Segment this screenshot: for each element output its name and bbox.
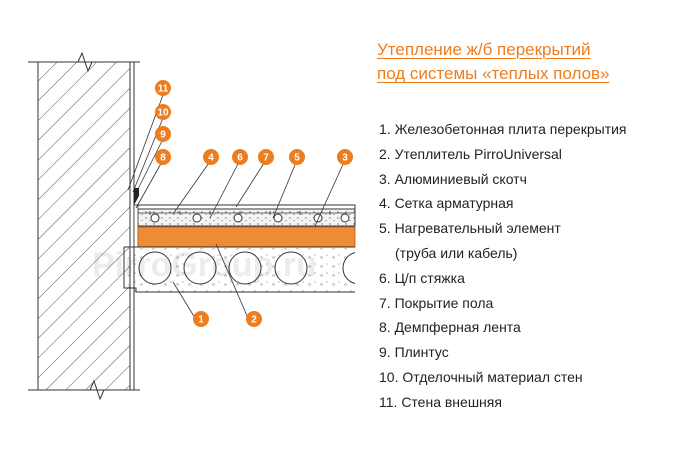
skirting-board <box>134 188 139 205</box>
legend-item: (труба или кабель) <box>395 244 518 261</box>
title-line-2: под системы «теплых полов» <box>377 64 610 83</box>
external-wall <box>28 51 140 401</box>
legend-item: 2. Утеплитель PirroUniversal <box>379 145 562 162</box>
legend-item: 8. Демпферная лента <box>379 319 521 336</box>
svg-text:6: 6 <box>237 153 243 164</box>
wall-finish <box>129 61 135 391</box>
damper-tape <box>133 204 139 248</box>
legend-item: 9. Плинтус <box>379 344 449 361</box>
concrete-slab <box>123 246 356 293</box>
callout-11: 11 <box>155 80 171 96</box>
svg-text:1: 1 <box>198 315 204 326</box>
legend-item: 6. Ц/п стяжка <box>379 269 465 286</box>
callout-9: 9 <box>155 126 171 142</box>
svg-text:9: 9 <box>160 130 166 141</box>
legend-item: 5. Нагревательный элемент <box>379 220 561 237</box>
legend-item: 3. Алюминиевый скотч <box>379 170 527 187</box>
floor-covering <box>133 204 356 210</box>
insulation-layer <box>137 226 356 248</box>
callout-7: 7 <box>258 149 274 165</box>
callout-5: 5 <box>289 149 305 165</box>
svg-text:2: 2 <box>251 315 257 326</box>
svg-text:4: 4 <box>208 153 214 164</box>
callout-8: 8 <box>155 149 171 165</box>
svg-text:11: 11 <box>158 84 169 95</box>
callout-4: 4 <box>203 149 219 165</box>
reinforcing-mesh <box>136 211 354 215</box>
heating-pipes <box>150 213 350 223</box>
callout-6: 6 <box>232 149 248 165</box>
legend-item: 11. Стена внешняя <box>379 393 502 410</box>
legend-item: 1. Железобетонная плита перекрытия <box>379 121 627 137</box>
floor-section-drawing: PirroGroup.ru 11 10 9 8 4 <box>28 51 356 401</box>
title-line-1: Утепление ж/б перекрытий <box>377 40 591 59</box>
legend-list: 1. Железобетонная плита перекрытия 2. Ут… <box>379 117 684 415</box>
svg-text:8: 8 <box>160 153 166 164</box>
callout-10: 10 <box>155 104 171 120</box>
legend-item: 4. Сетка арматурная <box>379 195 514 212</box>
callout-2: 2 <box>246 311 262 327</box>
legend-item: 7. Покрытие пола <box>379 294 494 311</box>
svg-text:5: 5 <box>294 153 300 164</box>
watermark: PirroGroup.ru <box>92 246 317 284</box>
svg-text:10: 10 <box>157 108 169 119</box>
callout-1: 1 <box>193 311 209 327</box>
leader-lines <box>127 94 346 319</box>
legend-item: 10. Отделочный материал стен <box>379 368 583 385</box>
svg-text:7: 7 <box>263 153 269 164</box>
diagram-title: Утепление ж/б перекрытий под системы «те… <box>377 38 677 86</box>
callout-3: 3 <box>337 149 353 165</box>
svg-text:3: 3 <box>342 153 348 164</box>
